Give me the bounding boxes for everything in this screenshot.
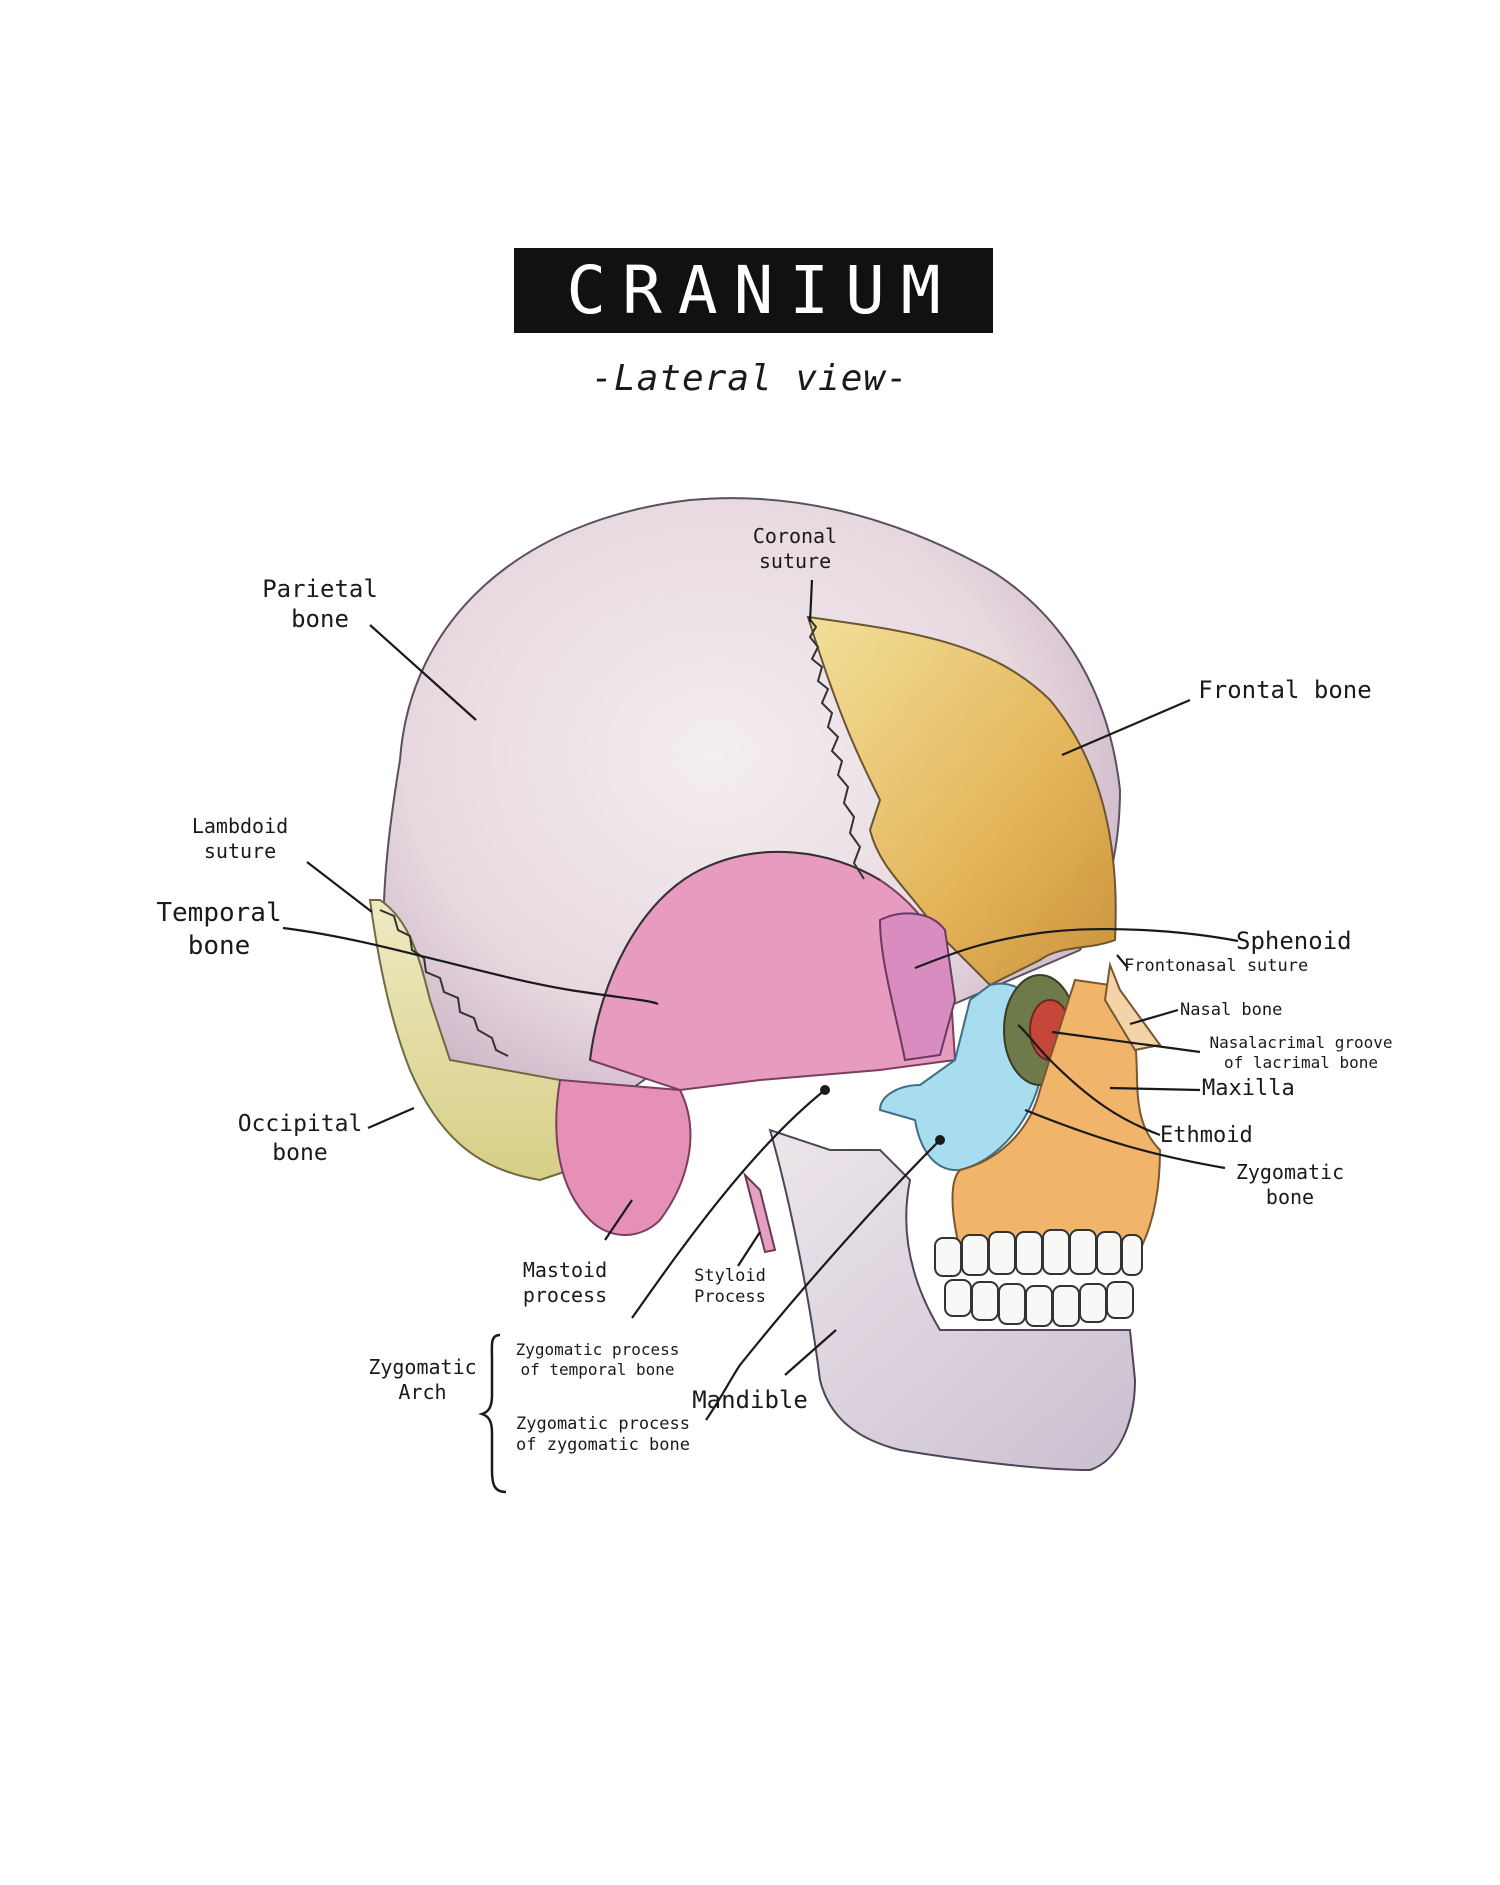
sphenoid-shape (878, 912, 957, 1062)
label-mastoid-process: Mastoid process (522, 1258, 608, 1307)
coronal-suture-line (807, 616, 865, 880)
label-sphenoid: Sphenoid (1236, 927, 1352, 955)
zygomatic-arch-brace (478, 1333, 507, 1494)
label-zygomatic-arch: Zygomatic Arch (368, 1355, 477, 1404)
leader-lines (282, 579, 1239, 1421)
label-lambdoid-suture: Lambdoid suture (191, 814, 289, 863)
label-frontonasal-suture: Frontonasal suture (1124, 956, 1309, 976)
teeth (934, 1229, 1143, 1327)
mandible-shape (768, 1128, 1137, 1472)
label-occipital-bone: Occipital bone (237, 1111, 363, 1166)
label-zygomatic-process-zygomatic: Zygomatic process of zygomatic bone (516, 1414, 690, 1456)
label-nasal-bone: Nasal bone (1180, 1000, 1283, 1020)
label-zygomatic-bone: Zygomatic bone (1235, 1160, 1345, 1209)
title-banner: CRANIUM (514, 248, 993, 333)
label-nasolacrimal-groove: Nasalacrimal groove of lacrimal bone (1209, 1033, 1393, 1072)
label-parietal-bone: Parietal bone (262, 575, 378, 633)
styloid-process-shape (743, 1171, 777, 1254)
nasal-bone-shape (1103, 961, 1162, 1052)
mastoid-shape (555, 1078, 692, 1236)
page-subtitle: -Lateral view- (591, 358, 909, 399)
zygomatic-process-temporal-dot (820, 1085, 830, 1095)
page-title: CRANIUM (566, 252, 957, 329)
label-zygomatic-process-temporal: Zygomatic process of temporal bone (515, 1340, 680, 1379)
squamous-suture-line (589, 850, 881, 1061)
occipital-bone-shape (368, 899, 572, 1182)
label-temporal-bone: Temporal bone (156, 898, 282, 961)
zygomatic-process-zygomatic-dot (935, 1135, 945, 1145)
label-coronal-suture: Coronal suture (752, 524, 838, 573)
lambdoid-suture-line (379, 909, 509, 1057)
label-styloid-process: Styloid Process (694, 1266, 766, 1308)
label-maxilla: Maxilla (1202, 1076, 1295, 1101)
label-frontal-bone: Frontal bone (1198, 676, 1372, 704)
label-ethmoid: Ethmoid (1160, 1123, 1253, 1148)
label-mandible: Mandible (692, 1386, 808, 1414)
frontal-bone-shape (806, 615, 1117, 987)
